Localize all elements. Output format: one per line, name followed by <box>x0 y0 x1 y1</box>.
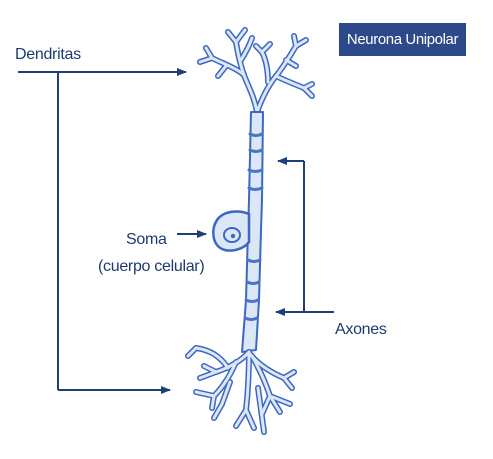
dendrites-callout <box>18 68 187 394</box>
lower-dendrites <box>185 345 297 435</box>
diagram-title: Neurona Unipolar <box>346 31 459 48</box>
dendrites-label: Dendritas <box>15 46 81 63</box>
soma-detail-label: (cuerpo celular) <box>98 258 205 275</box>
upper-dendrites <box>197 27 315 115</box>
neuron-illustration <box>185 27 315 435</box>
axons-callout <box>275 157 334 316</box>
title-badge: Neurona Unipolar <box>339 23 466 56</box>
dendrites-bracket-line <box>18 71 59 390</box>
soma-body <box>212 210 251 252</box>
soma-label: Soma <box>126 231 167 248</box>
axons-label: Axones <box>335 321 387 338</box>
